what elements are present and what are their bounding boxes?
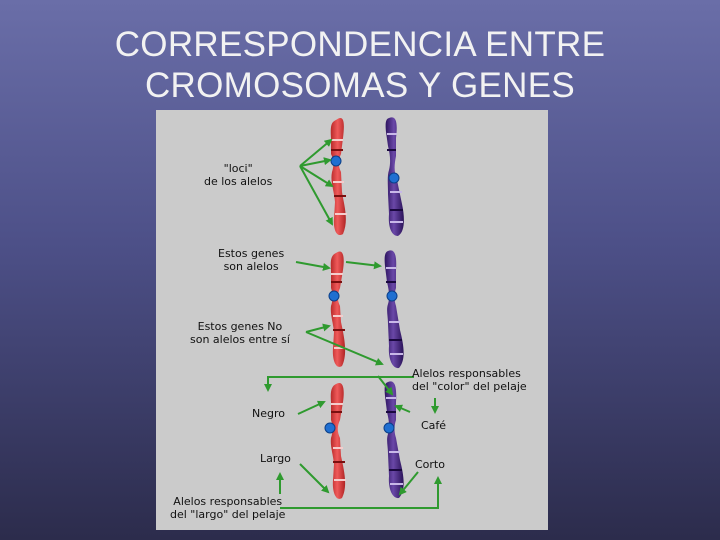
cafe-label: Café [421,419,447,432]
diagram-graphics [264,117,442,509]
arrow [345,261,382,270]
alleles-label: Estos genes son alelos [218,247,285,273]
corto-label: Corto [415,458,445,471]
arrow [299,165,333,226]
locus-dot [330,155,342,167]
annotation-arrows [264,138,442,509]
arrow [299,463,330,494]
arrow [398,471,419,496]
arrow [299,138,333,167]
arrow [394,404,411,413]
locus-dot [386,290,398,302]
title-line-2: CROMOSOMAS Y GENES [144,66,576,105]
chromosome-gene-diagram: "loci" de los alelos Estos genes son ale… [156,110,548,530]
red-chromosome-2 [330,251,346,367]
chromosome-pair-1 [330,117,404,236]
chromosome-pair-2 [328,250,404,369]
purple-chromosome-3 [384,381,404,499]
negro-label: Negro [252,407,285,420]
bracket-line [264,376,414,392]
arrow [299,157,332,167]
arrow [295,261,331,271]
arrow [377,375,394,396]
red-chromosome-1 [330,118,346,236]
largo-label: Largo [260,452,291,465]
non-alleles-label: Estos genes No son alelos entre sí [190,320,290,346]
arrow [305,331,384,366]
purple-chromosome-2 [384,250,404,369]
length-alleles-label: Alelos responsables del "largo" del pela… [170,495,286,521]
arrow [299,165,334,188]
title-line-1: CORRESPONDENCIA ENTRE [114,25,606,64]
loci-label: "loci" de los alelos [204,162,273,188]
bracket-line [280,476,442,509]
locus-dot [324,422,336,434]
color-alleles-label: Alelos responsables del "color" del pela… [412,367,527,393]
arrow [297,400,326,415]
locus-dot [388,172,400,184]
locus-dot [328,290,340,302]
locus-dot [383,422,395,434]
arrow [305,323,331,333]
red-chromosome-3 [330,382,346,499]
chromosome-pair-3 [324,381,404,499]
slide-title: CORRESPONDENCIA ENTRE CROMOSOMAS Y GENES [0,24,720,106]
